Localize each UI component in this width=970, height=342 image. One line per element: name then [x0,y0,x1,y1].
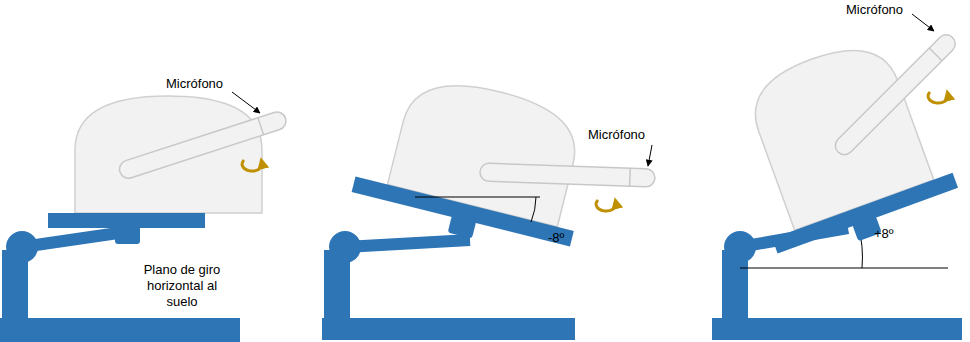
tilt-plate [352,176,574,246]
stand-base [322,250,575,340]
tilted-head [719,27,963,268]
microphone [832,31,959,158]
angle-label: +8º [874,226,894,242]
stand-base [0,250,240,342]
leader-line [648,145,652,166]
panel-minus [322,63,655,340]
panel-plus [712,14,964,340]
reference-line [415,197,540,198]
part-label: Micrófono [166,76,223,92]
leader-line [232,92,260,113]
rotation-arrow [242,160,262,171]
angle-arc [531,197,536,222]
microphone [117,110,288,181]
part-label: Micrófono [846,2,903,18]
stand-base [712,250,962,340]
plane-note: Plano de giro horizontal al suelo [136,262,228,310]
panel-level [0,92,288,342]
tilt-plate [772,173,958,254]
plate-bracket [448,215,477,239]
reference-line [740,268,948,269]
pivot-joint [724,231,756,263]
stand-arm [345,240,470,247]
leader-line [912,14,934,31]
rotation-arrow [928,92,948,103]
angle-label: -8º [548,230,564,246]
part-label: Micrófono [588,127,645,143]
tilted-head [348,63,602,262]
pivot-joint [329,231,361,263]
plate-bracket [115,226,140,244]
tilt-plate [48,213,205,228]
pivot-joint [6,231,38,263]
rotation-arrow [596,200,616,211]
microphone [480,163,656,187]
